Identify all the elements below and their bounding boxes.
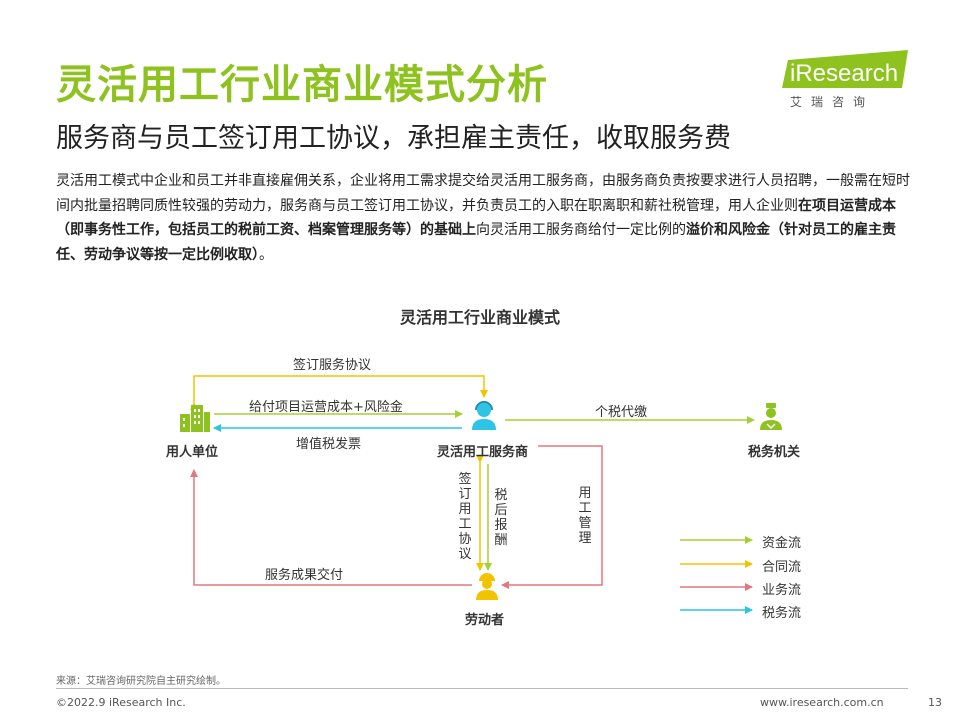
- edge-label-deliver-results: 服务成果交付: [265, 568, 344, 583]
- edge-label-sign-labor: 签订用工协议: [458, 472, 472, 562]
- edge-label-withhold-tax: 个税代缴: [595, 405, 648, 420]
- edge-label-sign-service: 签订服务协议: [293, 358, 372, 373]
- node-worker-label: 劳动者: [465, 613, 505, 628]
- edge-label-labor-mgmt: 用工管理: [578, 486, 592, 546]
- intro-text-3: 。: [259, 246, 273, 263]
- service-agent-icon: [472, 401, 496, 430]
- legend-label-tax: 税务流: [762, 606, 802, 621]
- logo-chinese-text: 艾瑞咨询: [790, 95, 875, 109]
- page-title: 灵活用工行业商业模式分析: [56, 62, 548, 108]
- legend-label-business: 业务流: [762, 583, 802, 598]
- edge-label-after-tax-pay: 税后报酬: [494, 488, 508, 548]
- website-link[interactable]: www.iresearch.com.cn: [760, 696, 884, 709]
- arrow-labor-mgmt: [501, 445, 603, 589]
- copyright-text: ©2022.9 iResearch Inc.: [56, 696, 186, 709]
- page-number: 13: [928, 696, 942, 709]
- node-provider-label: 灵活用工服务商: [437, 445, 529, 460]
- edge-label-vat-invoice: 增值税发票: [296, 437, 362, 452]
- node-tax-authority-label: 税务机关: [748, 445, 801, 460]
- source-note: 来源：艾瑞咨询研究院自主研究绘制。: [56, 676, 226, 687]
- building-icon: [180, 405, 210, 432]
- intro-text-2: 向灵活用工服务商给付一定比例的: [476, 222, 686, 238]
- legend-label-fund: 资金流: [762, 536, 802, 551]
- iresearch-logo: [782, 50, 908, 88]
- intro-paragraph: 灵活用工模式中企业和员工并非直接雇佣关系，企业将用工需求提交给灵活用工服务商，由…: [56, 169, 916, 267]
- arrow-sign-service: [190, 375, 488, 410]
- worker-icon: [476, 573, 498, 600]
- node-employer-label: 用人单位: [166, 445, 219, 460]
- edge-label-pay-cost: 给付项目运营成本+风险金: [249, 400, 403, 415]
- intro-bold-2: 溢价和风险金（针对员工的雇主责任、劳动争议等按一定比例收取）: [56, 222, 896, 263]
- logo-brand-text: iResearch: [790, 60, 899, 87]
- intro-text-1: 灵活用工模式中企业和员工并非直接雇佣关系，企业将用工需求提交给灵活用工服务商，由…: [56, 173, 910, 214]
- tax-officer-icon: [760, 403, 782, 430]
- legend-label-contract: 合同流: [762, 560, 802, 575]
- footer-divider: [56, 688, 908, 689]
- diagram-title: 灵活用工行业商业模式: [399, 308, 560, 327]
- page-subtitle: 服务商与员工签订用工协议，承担雇主责任，收取服务费: [56, 123, 731, 154]
- arrow-deliver-results: [190, 469, 472, 586]
- intro-bold-1: 在项目运营成本（即事务性工作，包括员工的税前工资、档案管理服务等）的基础上: [56, 197, 896, 239]
